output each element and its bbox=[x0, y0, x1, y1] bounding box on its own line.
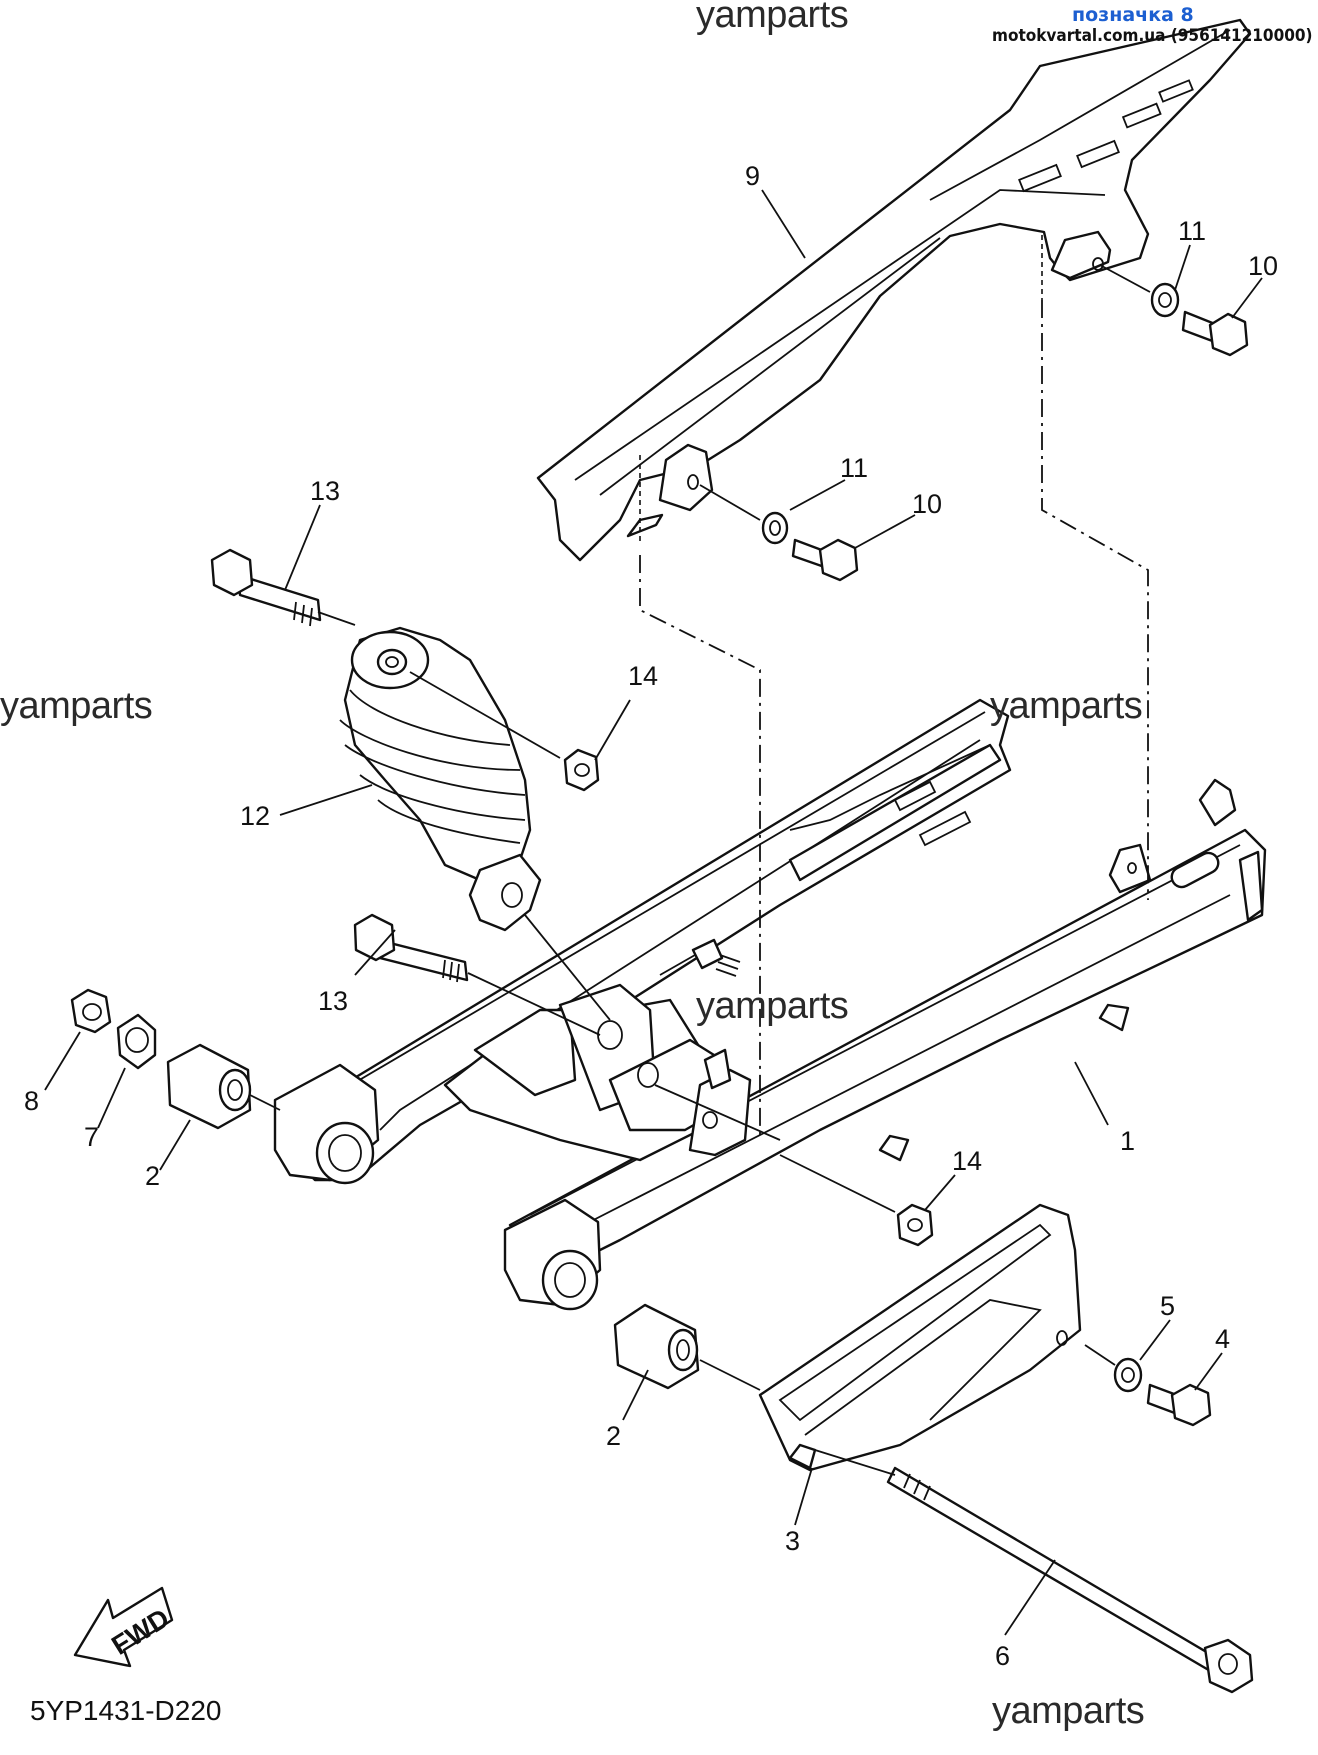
callout-14-lower: 14 bbox=[952, 1146, 982, 1176]
callout-14-upper: 14 bbox=[628, 661, 658, 691]
callout-2-upper: 2 bbox=[145, 1161, 160, 1191]
rear-shock-absorber bbox=[339, 626, 542, 932]
watermark-center: yamparts bbox=[696, 985, 849, 1027]
swingarm bbox=[273, 698, 1267, 1311]
callout-10-lower: 10 bbox=[912, 489, 942, 519]
chain-guide bbox=[758, 1203, 1082, 1472]
watermark-right: yamparts bbox=[990, 685, 1143, 727]
callout-13-upper: 13 bbox=[310, 476, 340, 506]
watermark-bottom-right: yamparts bbox=[992, 1690, 1145, 1732]
callout-11-lower: 11 bbox=[840, 453, 868, 483]
callout-5: 5 bbox=[1160, 1291, 1175, 1321]
callout-6: 6 bbox=[995, 1641, 1010, 1671]
watermark-top: yamparts bbox=[696, 0, 849, 36]
fwd-arrow: FWD bbox=[73, 1586, 174, 1668]
chain-case bbox=[536, 18, 1252, 562]
callout-7: 7 bbox=[84, 1122, 99, 1152]
callout-numbers: 9 11 10 11 10 13 14 12 13 8 7 2 14 1 5 4… bbox=[24, 161, 1278, 1671]
callout-11-upper: 11 bbox=[1178, 216, 1206, 246]
callout-10-upper: 10 bbox=[1248, 251, 1278, 281]
source-line: motokvartal.com.ua (956141210000) bbox=[992, 26, 1313, 46]
callout-8: 8 bbox=[24, 1086, 39, 1116]
watermark-left: yamparts bbox=[0, 685, 153, 727]
leader-lines bbox=[44, 189, 1263, 1636]
callout-4: 4 bbox=[1215, 1324, 1230, 1354]
callout-2-lower: 2 bbox=[606, 1421, 621, 1451]
callout-1: 1 bbox=[1120, 1126, 1135, 1156]
fasteners bbox=[70, 282, 1254, 1694]
label-tag: позначка 8 bbox=[1072, 4, 1194, 26]
callout-3: 3 bbox=[785, 1526, 800, 1556]
diagram-code: 5YP1431-D220 bbox=[30, 1695, 222, 1726]
alignment-lines bbox=[249, 235, 1151, 1476]
callout-9: 9 bbox=[745, 161, 760, 191]
callout-13-lower: 13 bbox=[318, 986, 348, 1016]
callout-12: 12 bbox=[240, 801, 270, 831]
